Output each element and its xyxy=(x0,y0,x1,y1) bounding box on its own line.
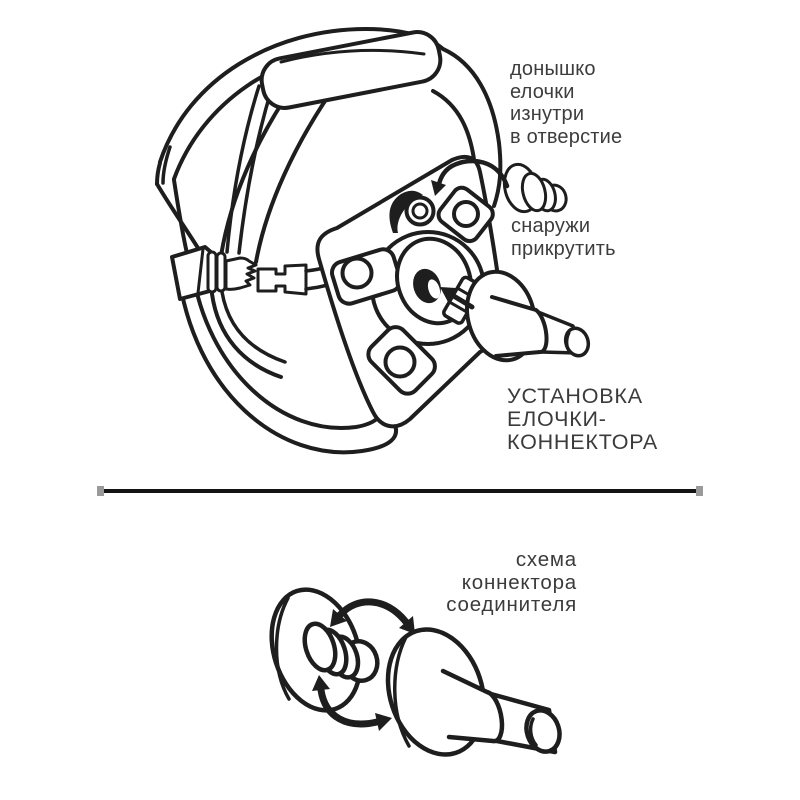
section-divider xyxy=(97,486,703,496)
connector-pin-icon xyxy=(385,627,562,757)
installation-caption: УСТАНОВКА ЕЛОЧКИ- КОННЕКТОРА xyxy=(507,384,659,454)
buckle xyxy=(170,245,355,301)
harness-illustration xyxy=(155,27,591,455)
connector-scheme-illustration xyxy=(269,587,562,757)
swing-arrow-icon xyxy=(312,675,392,731)
divider-left-cap xyxy=(97,486,104,496)
insert-instruction-label: донышко елочки изнутри в отверстие xyxy=(510,58,623,148)
curved-insert-arrow-icon xyxy=(431,158,510,196)
screw-instruction-label: снаружи прикрутить xyxy=(511,215,616,260)
rotation-arrow-icon xyxy=(330,598,415,634)
connector-pin-icon xyxy=(442,269,591,363)
hole-pointer-arrow-icon xyxy=(440,287,475,310)
scheme-caption: схема коннектора соединителя xyxy=(446,548,577,616)
fir-tree-plug-icon xyxy=(502,162,568,214)
divider-rule xyxy=(104,488,696,494)
strap-pad xyxy=(259,30,443,110)
divider-right-cap xyxy=(696,486,703,496)
